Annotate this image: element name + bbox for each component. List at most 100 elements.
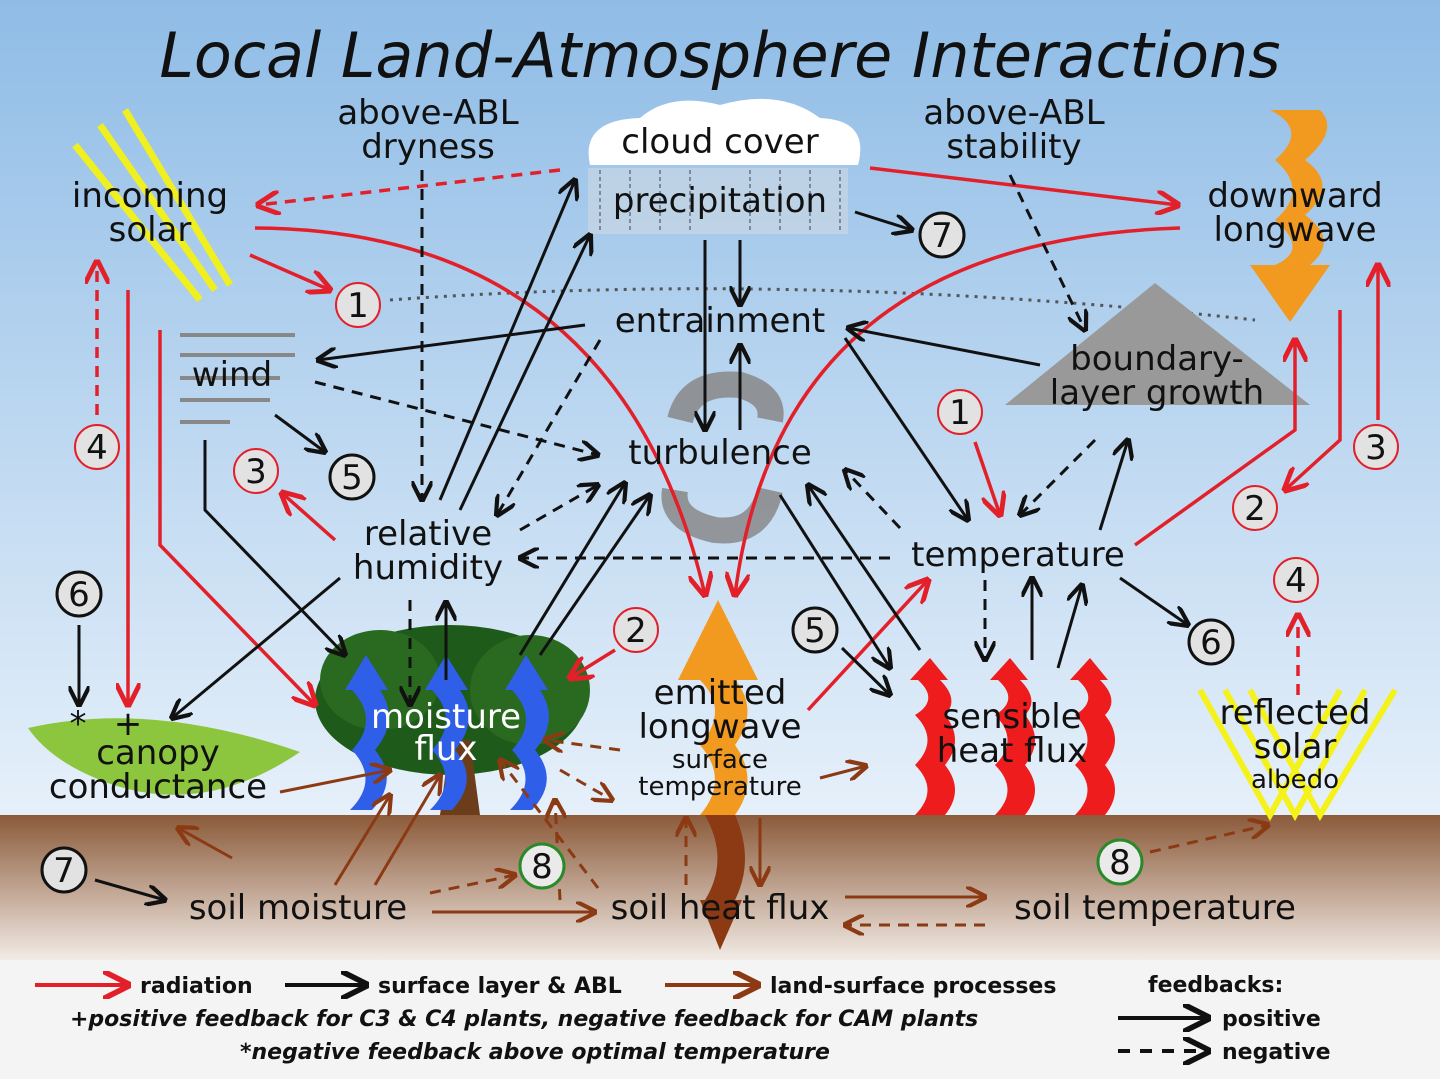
surface-positive-arrow bbox=[808, 485, 922, 651]
svg-text:dryness: dryness bbox=[361, 127, 495, 167]
svg-text:5: 5 bbox=[804, 611, 826, 651]
svg-text:relative: relative bbox=[364, 514, 492, 554]
feedback-number-8: 8 bbox=[1096, 838, 1144, 886]
surface-negative-arrow bbox=[845, 470, 902, 530]
node-cloud-cover: cloud cover bbox=[621, 122, 818, 162]
svg-text:boundary-: boundary- bbox=[1070, 339, 1244, 379]
feedback-number-6: 6 bbox=[1187, 618, 1235, 666]
star-symbol: * bbox=[70, 704, 87, 744]
emitted-longwave-arrow-icon bbox=[678, 600, 758, 950]
radiation-negative-arrow bbox=[258, 168, 561, 205]
legend-feedbacks: feedbacks: bbox=[1148, 973, 1283, 998]
incoming-solar-rays-icon bbox=[72, 108, 234, 303]
surface-positive-arrow bbox=[848, 328, 1041, 367]
svg-text:3: 3 bbox=[1365, 428, 1387, 468]
svg-text:emitted: emitted bbox=[654, 673, 787, 713]
surface-positive-arrow bbox=[318, 323, 586, 360]
cloud-icon bbox=[588, 98, 861, 234]
radiation-positive-arrow bbox=[973, 441, 1000, 515]
svg-text:humidity: humidity bbox=[353, 548, 503, 588]
svg-text:solar: solar bbox=[1254, 727, 1337, 767]
feedback-number-2: 2 bbox=[1232, 485, 1278, 531]
svg-text:layer growth: layer growth bbox=[1050, 373, 1264, 413]
surface-positive-arrow bbox=[203, 440, 345, 655]
legend-note-plus: +positive feedback for C3 & C4 plants, n… bbox=[70, 1007, 978, 1032]
legend-radiation: radiation bbox=[140, 974, 253, 999]
surface-negative-arrow bbox=[314, 380, 598, 455]
feedback-number-4: 4 bbox=[1273, 557, 1319, 603]
svg-text:8: 8 bbox=[1109, 843, 1131, 883]
radiation-positive-arrow bbox=[869, 166, 1178, 205]
surface-positive-arrow bbox=[1056, 585, 1082, 669]
node-soil-moisture: soil moisture bbox=[189, 888, 407, 928]
svg-text:4: 4 bbox=[1285, 561, 1307, 601]
land-positive-arrow bbox=[373, 775, 440, 886]
node-soil-heat-flux: soil heat flux bbox=[611, 888, 830, 928]
surface-positive-arrow bbox=[1098, 440, 1128, 531]
surface-negative-arrow bbox=[519, 485, 598, 532]
land-positive-arrow bbox=[279, 770, 390, 794]
svg-text:reflected: reflected bbox=[1219, 693, 1370, 733]
feedback-number-8: 8 bbox=[518, 842, 566, 890]
svg-text:sensible: sensible bbox=[942, 697, 1081, 737]
svg-text:4: 4 bbox=[86, 428, 108, 468]
legend-negative: negative bbox=[1222, 1040, 1331, 1065]
node-precipitation: precipitation bbox=[613, 181, 827, 221]
land-negative-arrow bbox=[1149, 825, 1268, 854]
svg-text:flux: flux bbox=[414, 729, 477, 769]
radiation-positive-arrow bbox=[1133, 340, 1295, 547]
svg-text:2: 2 bbox=[1244, 489, 1266, 529]
svg-text:conductance: conductance bbox=[49, 767, 267, 807]
radiation-positive-arrow bbox=[158, 330, 315, 705]
legend-note-star: *negative feedback above optimal tempera… bbox=[240, 1040, 830, 1065]
svg-text:downward: downward bbox=[1207, 176, 1382, 216]
surface-positive-arrow bbox=[843, 337, 968, 520]
surface-positive-arrow bbox=[94, 878, 165, 900]
feedback-number-1: 1 bbox=[937, 389, 983, 435]
surface-positive-arrow bbox=[1119, 576, 1188, 625]
svg-text:7: 7 bbox=[53, 851, 75, 891]
svg-text:6: 6 bbox=[68, 575, 90, 615]
diagram-title: Local Land-Atmosphere Interactions bbox=[159, 19, 1280, 92]
svg-text:6: 6 bbox=[1200, 623, 1222, 663]
radiation-positive-arrow bbox=[735, 226, 1181, 595]
node-entrainment: entrainment bbox=[615, 301, 826, 341]
feedback-number-3: 3 bbox=[233, 448, 279, 494]
leaf-icon bbox=[28, 718, 300, 795]
surface-negative-arrow bbox=[1008, 174, 1085, 330]
land-positive-arrow bbox=[333, 795, 390, 886]
svg-text:heat flux: heat flux bbox=[937, 731, 1088, 771]
svg-text:2: 2 bbox=[625, 611, 647, 651]
svg-text:5: 5 bbox=[341, 458, 363, 498]
node-soil-temperature: soil temperature bbox=[1014, 888, 1296, 928]
radiation-positive-arrow bbox=[570, 648, 616, 678]
radiation-positive-arrow bbox=[806, 580, 928, 712]
land-negative-arrow bbox=[545, 740, 621, 750]
feedback-number-6: 6 bbox=[55, 570, 103, 618]
land-negative-arrow bbox=[500, 760, 600, 889]
svg-text:temperature: temperature bbox=[638, 772, 801, 802]
feedback-number-7: 7 bbox=[40, 846, 88, 894]
svg-text:longwave: longwave bbox=[638, 707, 801, 747]
surface-positive-arrow bbox=[438, 180, 575, 501]
surface-positive-arrow bbox=[778, 494, 890, 668]
legend-positive: positive bbox=[1222, 1007, 1321, 1032]
legend: radiation surface layer & ABL land-surfa… bbox=[35, 973, 1331, 1065]
svg-text:incoming: incoming bbox=[72, 176, 228, 216]
svg-text:albedo: albedo bbox=[1251, 765, 1339, 795]
land-negative-arrow bbox=[429, 875, 515, 895]
boundary-layer-shape bbox=[1005, 283, 1310, 405]
surface-positive-arrow bbox=[538, 495, 650, 656]
